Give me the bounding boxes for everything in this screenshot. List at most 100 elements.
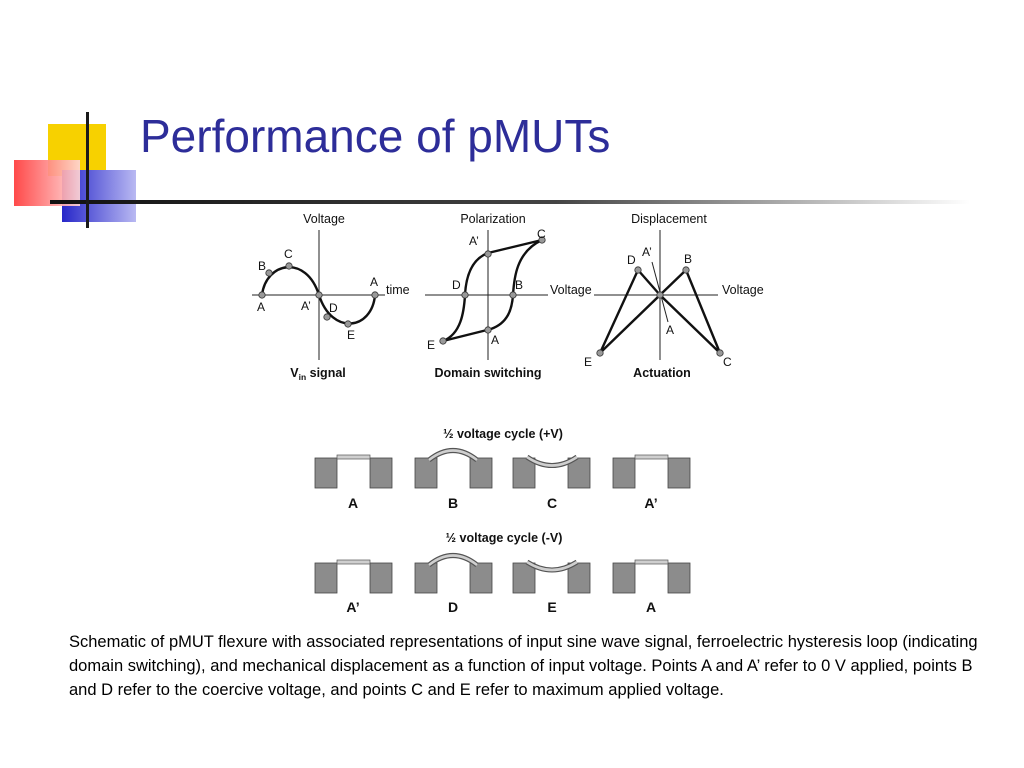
pol-point-d <box>461 291 469 299</box>
membrane-a-label: A <box>348 495 358 511</box>
membrane-state-b: B <box>414 448 493 511</box>
pol-y-axis-label: Polarization <box>460 212 525 226</box>
red-square <box>14 160 80 206</box>
vin-label-a-end: A <box>370 275 378 289</box>
disp-point-c <box>716 349 724 357</box>
figure-caption: Schematic of pMUT flexure with associate… <box>69 633 978 699</box>
membrane-state-d: D <box>414 553 493 615</box>
pol-label-a: A <box>491 333 499 347</box>
membrane-neg-a-prime-label: A’ <box>346 599 359 615</box>
vin-caption-main: V <box>290 366 299 380</box>
vin-point-a-prime <box>315 291 323 299</box>
membrane-d-label: D <box>448 599 458 615</box>
membrane-e-label: E <box>547 599 556 615</box>
disp-label-a-prime: A’ <box>642 245 652 259</box>
title-rule <box>50 200 970 204</box>
membrane-state-a-neg: A <box>612 559 691 615</box>
disp-label-e: E <box>584 355 592 369</box>
positive-cycle-row: ½ voltage cycle (+V) A B <box>314 427 691 511</box>
pol-label-e: E <box>427 338 435 352</box>
pol-label-a-prime: A’ <box>469 234 479 248</box>
membrane-a-plate <box>336 454 371 460</box>
positive-cycle-title: ½ voltage cycle (+V) <box>443 427 563 441</box>
vin-signal-graph: Voltage time A B C A’ D E A Vin signal <box>252 212 410 382</box>
membrane-e-right-post <box>567 562 591 594</box>
disp-negative-branch <box>598 267 662 354</box>
membrane-c-left-post <box>512 457 536 489</box>
vin-y-axis-label: Voltage <box>303 212 345 226</box>
membrane-a-left-post <box>314 457 338 489</box>
displacement-graph: Displacement Voltage D A’ B A E C Actuat… <box>584 212 764 380</box>
membrane-d-plate-fill <box>428 554 478 567</box>
membrane-d-right-post <box>469 562 493 594</box>
figure-panel: Voltage time A B C A’ D E A Vin signal <box>252 212 764 615</box>
vin-point-d <box>323 313 331 321</box>
vin-point-a-end <box>371 291 379 299</box>
disp-y-axis-label: Displacement <box>631 212 707 226</box>
membrane-a-prime-label: A’ <box>644 495 657 511</box>
membrane-c-right-post <box>567 457 591 489</box>
membrane-neg-a-prime-plate <box>336 559 371 565</box>
membrane-state-c: C <box>512 454 591 511</box>
disp-x-axis-label: Voltage <box>722 283 764 297</box>
membrane-a-right-post <box>369 457 393 489</box>
pmut-figure: Voltage time A B C A’ D E A Vin signal <box>252 212 764 615</box>
pol-point-a-prime <box>484 250 492 258</box>
membrane-c-label: C <box>547 495 557 511</box>
polarization-graph: Polarization Voltage A’ C D B E A Domain… <box>425 212 592 380</box>
vin-label-b: B <box>258 259 266 273</box>
vin-label-a-start: A <box>257 300 265 314</box>
membrane-a-prime-plate <box>634 454 669 460</box>
vin-x-axis-label: time <box>386 283 410 297</box>
negative-cycle-title: ½ voltage cycle (-V) <box>446 531 563 545</box>
pol-x-axis-label: Voltage <box>550 283 592 297</box>
pol-label-c: C <box>537 227 546 241</box>
disp-label-b: B <box>684 252 692 266</box>
vin-caption-sub: in <box>299 372 307 382</box>
membrane-c-plate-fill <box>526 455 578 467</box>
membrane-state-a: A <box>314 454 393 511</box>
vin-point-a-start <box>258 291 266 299</box>
membrane-b-label: B <box>448 495 458 511</box>
disp-caption: Actuation <box>633 366 691 380</box>
disp-label-c: C <box>723 355 732 369</box>
membrane-e-left-post <box>512 562 536 594</box>
vin-point-b <box>265 269 273 277</box>
vertical-rule <box>86 112 89 228</box>
membrane-state-e: E <box>512 559 591 615</box>
disp-positive-branch <box>658 267 722 354</box>
vin-label-c: C <box>284 247 293 261</box>
pol-caption: Domain switching <box>435 366 542 380</box>
vin-caption-tail: signal <box>306 366 346 380</box>
vin-point-e <box>344 320 352 328</box>
membrane-a-prime-right-post <box>667 457 691 489</box>
membrane-e-plate-fill <box>526 560 578 572</box>
pol-label-d: D <box>452 278 461 292</box>
vin-label-e: E <box>347 328 355 342</box>
vin-point-c <box>285 262 293 270</box>
disp-point-b <box>682 266 690 274</box>
membrane-b-left-post <box>414 457 438 489</box>
disp-point-origin <box>656 291 664 299</box>
pol-label-b: B <box>515 278 523 292</box>
pol-point-c <box>538 236 546 244</box>
vin-caption: Vin signal <box>290 366 346 382</box>
disp-label-a: A <box>666 323 674 337</box>
membrane-b-right-post <box>469 457 493 489</box>
disp-label-d: D <box>627 253 636 267</box>
membrane-d-left-post <box>414 562 438 594</box>
membrane-state-a-prime-neg: A’ <box>314 559 393 615</box>
membrane-neg-a-right-post <box>667 562 691 594</box>
membrane-a-prime-left-post <box>612 457 636 489</box>
membrane-neg-a-plate <box>634 559 669 565</box>
vin-label-a-prime: A’ <box>301 299 311 313</box>
vin-label-d: D <box>329 301 338 315</box>
pol-point-a <box>484 326 492 334</box>
membrane-state-a-prime: A’ <box>612 454 691 511</box>
pol-point-b <box>509 291 517 299</box>
disp-point-e <box>596 349 604 357</box>
membrane-b-plate-fill <box>428 449 478 462</box>
disp-point-d <box>634 266 642 274</box>
membrane-neg-a-left-post <box>612 562 636 594</box>
